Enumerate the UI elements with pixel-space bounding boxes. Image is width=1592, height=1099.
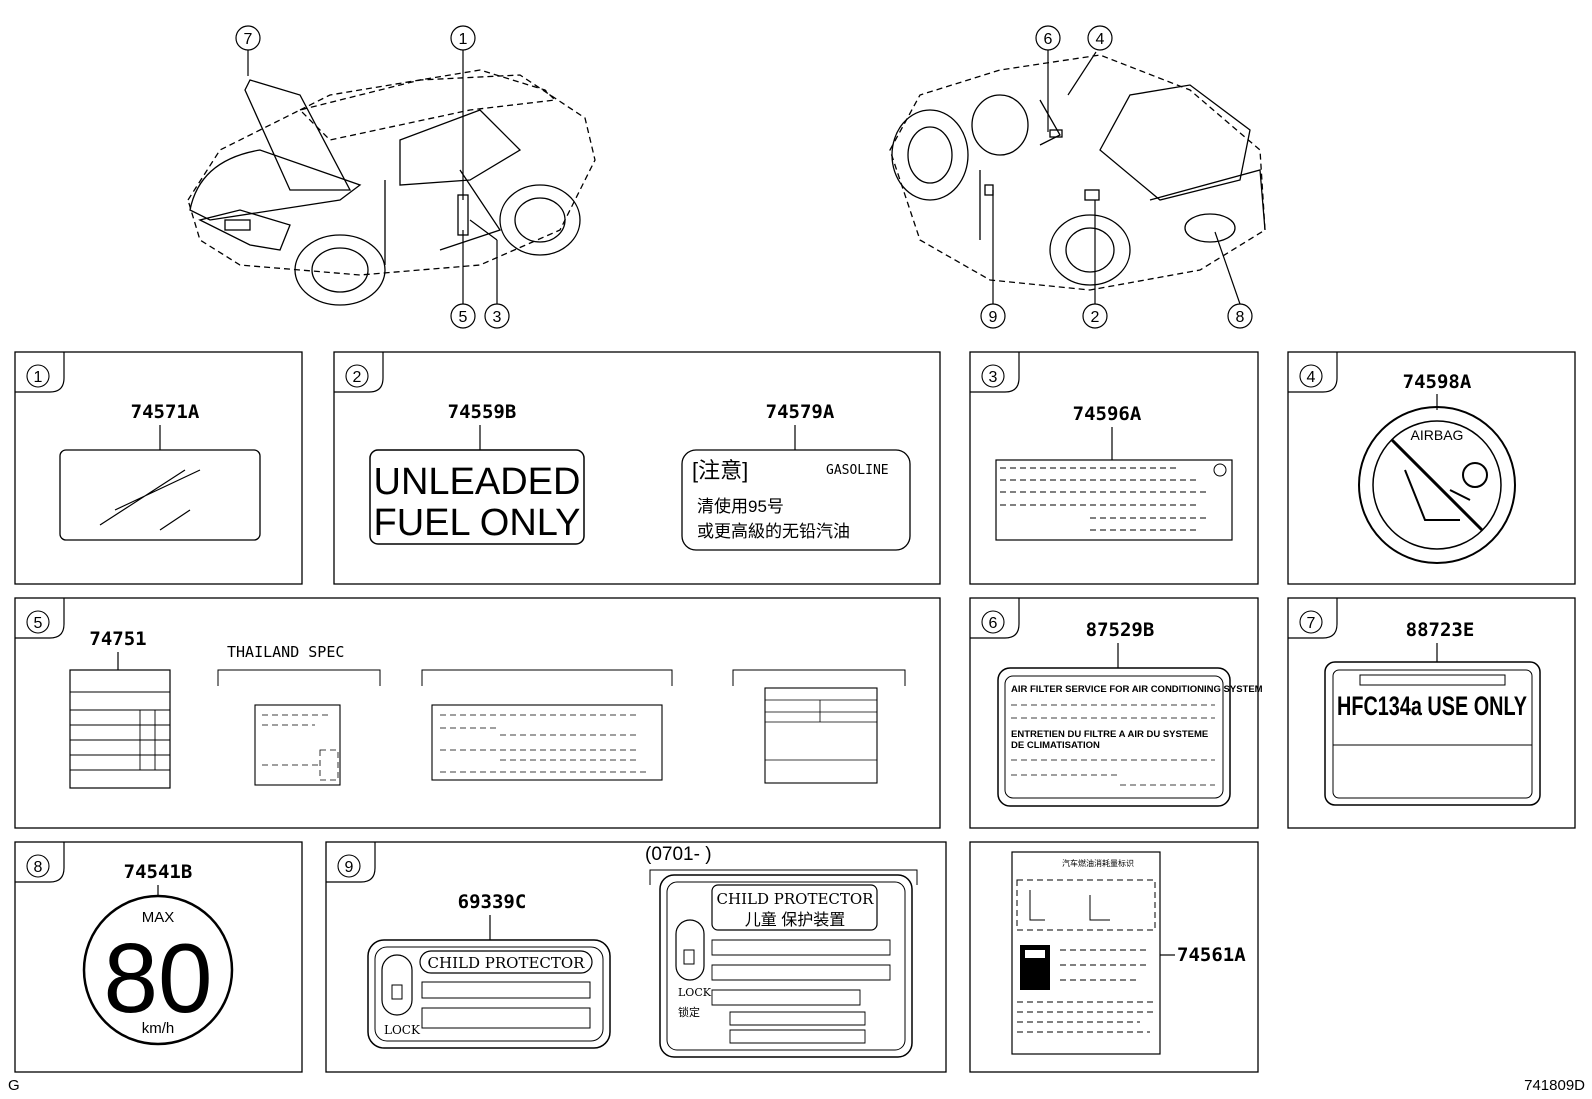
tire-info-label xyxy=(69,669,171,789)
part-88723E: 88723E xyxy=(1406,619,1475,641)
speed-max: MAX xyxy=(142,909,175,926)
panel-1: 1 74571A xyxy=(14,351,303,585)
panel-6-number: 6 xyxy=(989,615,998,632)
car-rear-view xyxy=(889,54,1266,291)
part-74561A: 74561A xyxy=(1177,944,1246,966)
fuel-consumption-header: 汽车燃油消耗量标识 xyxy=(1062,858,1134,868)
part-87529B: 87529B xyxy=(1086,619,1155,641)
callout-circles: 7 1 5 3 6 4 9 2 8 xyxy=(235,25,1253,329)
speed-limit-sticker xyxy=(82,894,234,1046)
panel-5-number: 5 xyxy=(34,615,43,632)
part-74596A: 74596A xyxy=(1073,403,1142,425)
panel-6: 6 87529B AIR FILTER SERVICE FOR AIR COND… xyxy=(969,597,1263,829)
car-callouts xyxy=(247,50,1241,305)
panel-7: 7 88723E HFC134a USE ONLY xyxy=(1287,597,1576,829)
footer-left-code: G xyxy=(8,1077,20,1094)
lock-text-2: LOCK xyxy=(678,986,712,999)
panel-2: 2 74559B UNLEADED FUEL ONLY 74579A [注意] … xyxy=(333,351,941,585)
part-74541B: 74541B xyxy=(124,861,193,883)
part-74598A: 74598A xyxy=(1403,371,1472,393)
production-range: (0701- ) xyxy=(645,844,712,865)
car-front-view xyxy=(187,69,596,306)
unleaded-fuel-label xyxy=(369,449,585,545)
figure-number: 741809D xyxy=(1524,1077,1585,1094)
speed-unit: km/h xyxy=(142,1020,175,1037)
unleaded-line1: UNLEADED xyxy=(374,461,581,503)
callout-2: 2 xyxy=(1091,309,1100,326)
caution-title: [注意] xyxy=(692,458,748,483)
callout-7: 7 xyxy=(244,31,253,48)
speed-value: 80 xyxy=(103,923,212,1033)
caution-cn-line1: 清使用95号 xyxy=(697,496,784,516)
panel-7-number: 7 xyxy=(1307,615,1316,632)
fuel-consumption-label xyxy=(1011,851,1161,1055)
child-protector-text: CHILD PROTECTOR xyxy=(428,954,586,972)
airbag-text: AIRBAG xyxy=(1411,427,1464,443)
emission-label xyxy=(995,459,1233,541)
caution-cn-line2: 或更高級的无铅汽油 xyxy=(697,522,850,541)
part-74751: 74751 xyxy=(89,628,146,650)
callout-4: 4 xyxy=(1096,31,1105,48)
callout-5: 5 xyxy=(459,309,468,326)
callout-3: 3 xyxy=(493,309,502,326)
part-74571A: 74571A xyxy=(131,401,200,423)
panel-9: 9 (0701- ) 69339C CHILD PROTECTOR LOCK C… xyxy=(325,841,947,1073)
ac-filter-line3: DE CLIMATISATION xyxy=(1011,740,1100,751)
panel-9-number: 9 xyxy=(345,859,354,876)
part-69339C: 69339C xyxy=(458,891,527,913)
gasoline-caution-label xyxy=(681,449,911,551)
child-protector-label xyxy=(367,939,611,1049)
lock-cn: 锁定 xyxy=(678,1005,700,1019)
panel-10: 汽车燃油消耗量标识 74561A xyxy=(969,841,1259,1073)
panel-2-number: 2 xyxy=(353,369,362,386)
thailand-spec: THAILAND SPEC xyxy=(227,643,344,661)
part-74579A: 74579A xyxy=(766,401,835,423)
child-protector-text-2: CHILD PROTECTOR xyxy=(717,890,875,908)
lock-text: LOCK xyxy=(384,1023,421,1037)
callout-1: 1 xyxy=(459,31,468,48)
panel-4-number: 4 xyxy=(1307,369,1316,386)
part-74559B: 74559B xyxy=(448,401,517,423)
gasoline-text: GASOLINE xyxy=(826,463,889,478)
refrigerant-label xyxy=(1324,661,1541,806)
child-protector-cn: 儿童 保护装置 xyxy=(745,910,845,929)
unleaded-line2: FUEL ONLY xyxy=(374,502,581,544)
callout-6: 6 xyxy=(1044,31,1053,48)
ac-filter-line1: AIR FILTER SERVICE FOR AIR CONDITIONING … xyxy=(1011,684,1263,695)
airbag-warning-sticker xyxy=(1358,406,1516,564)
callout-9: 9 xyxy=(989,309,998,326)
child-seat-icon xyxy=(1404,469,1471,521)
ac-filter-line2: ENTRETIEN DU FILTRE A AIR DU SYSTEME xyxy=(1011,729,1208,740)
child-protector-label-cn xyxy=(659,874,913,1058)
panel-4: 4 74598A AIRBAG xyxy=(1287,351,1576,585)
panel-5: 5 74751 THAILAND SPEC xyxy=(14,597,941,829)
panel-1-number: 1 xyxy=(34,369,43,386)
panel-3: 3 74596A xyxy=(969,351,1259,585)
ac-filter-label xyxy=(997,667,1231,807)
refrigerant-text: HFC134a USE ONLY xyxy=(1337,691,1527,721)
window-film-label xyxy=(59,449,261,541)
panel-3-number: 3 xyxy=(989,369,998,386)
panel-8: 8 74541B MAX 80 km/h xyxy=(14,841,303,1073)
panel-8-number: 8 xyxy=(34,859,43,876)
callout-8: 8 xyxy=(1236,309,1245,326)
